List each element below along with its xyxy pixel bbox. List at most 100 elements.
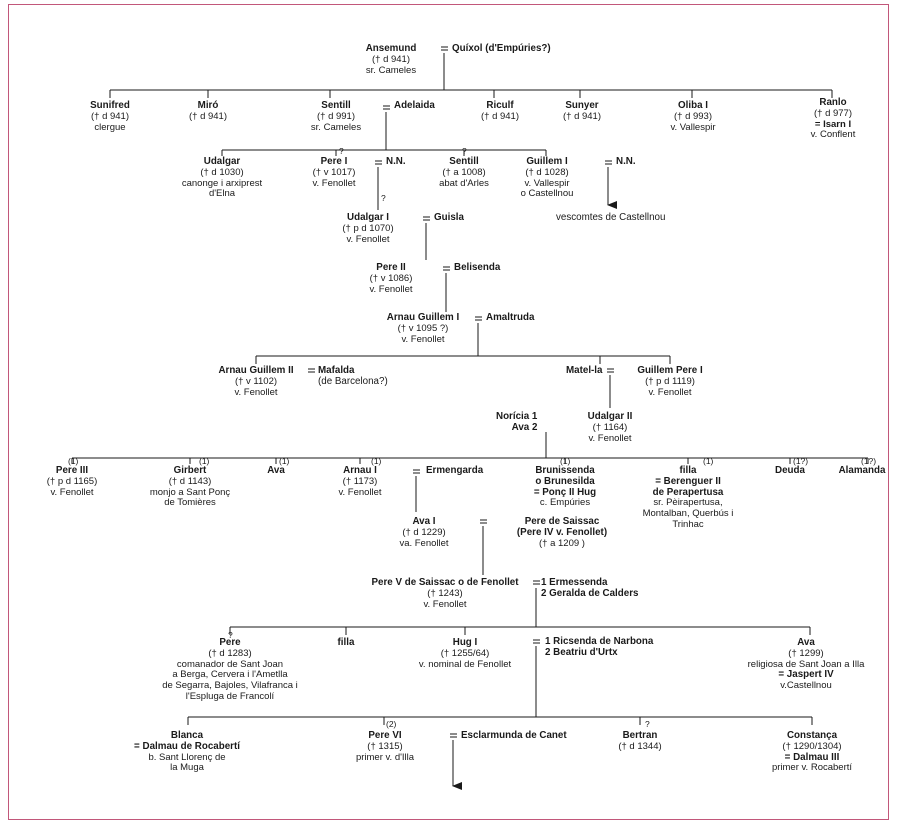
person-detail: v. Fenollet [234,386,278,398]
person-name: Ava [797,637,815,648]
person-detail: primer v. Rocabertí [771,762,853,774]
person-detail: v.Castellnou [780,680,832,692]
spouse-esclarmunda: Esclarmunda de Canet [461,730,567,742]
person-detail: († d 1344) [618,740,662,752]
person-detail: c. Empúries [539,497,591,509]
mark-uncertain: ? [381,193,386,203]
person-detail: v. Fenollet [648,386,692,398]
person-name: Guillem I [526,156,568,167]
person-detail: († 1164) [592,421,628,433]
person-pere-iii: Pere III († p d 1165) v. Fenollet [36,465,108,498]
spouse-detail: 2 Beatriu d'Urtx [545,646,618,658]
person-pere-ii: Pere II († v 1086) v. Fenollet [358,262,424,295]
person-detail: († p d 1119) [645,375,695,387]
person-detail: de Tomières [164,497,216,509]
person-detail: († d 1283) [208,647,252,659]
spouse-detail: (de Barcelona?) [318,375,388,387]
mark-order: (1) [68,456,79,466]
person-name: Riculf [486,100,514,111]
person-detail: de Segarra, Bajoles, Vilafranca i [162,680,298,692]
person-detail: a Berga, Cervera i l'Ametlla [172,669,288,681]
mark-order: (1) [279,456,290,466]
person-detail: († d 991) [316,110,356,122]
person-ranlo: Ranlo († d 977) = Isarn I v. Conflent [798,97,868,141]
person-detail: († 1299) [788,647,824,659]
mark-order: (1) [371,456,382,466]
person-pere-vi: Pere VI († 1315) primer v. d'Illa [350,730,420,763]
spouse-detail: 2 Geralda de Calders [541,587,639,599]
person-detail: Montalban, Querbús i [642,508,734,520]
spouse-ricsenda: 1 Ricsenda de Narbona 2 Beatriu d'Urtx [545,636,653,659]
person-guillem-i: Guillem I († d 1028) v. Vallespir o Cast… [514,156,580,200]
person-name: Blanca [170,730,204,741]
person-detail: v. Fenollet [312,177,356,189]
person-detail: († v 1102) [234,375,278,387]
spouse-name: Belisenda [454,262,501,273]
person-name: Udalgar II [587,411,633,422]
person-name: Ava I [412,516,436,527]
person-name: Ranlo [819,97,847,108]
person-detail: († d 1229) [402,526,446,538]
person-name: Pere VI [368,730,402,741]
spouse-amaltruda: Amaltruda [486,312,534,324]
person-name: Pere V de Saissac o de Fenollet [371,577,519,588]
person-pere-i: Pere I († v 1017) v. Fenollet [303,156,365,189]
person-detail: = Dalmau de Rocabertí [134,740,240,752]
person-name: Bertran [622,730,658,741]
spouse-nn-2: N.N. [616,156,636,168]
person-detail: († d 941) [188,110,228,122]
person-detail: v. Fenollet [338,486,382,498]
person-detail: († 1173) [342,475,378,487]
mark-order: (1) [199,456,210,466]
person-constanca: Constança († 1290/1304) = Dalmau III pri… [754,730,870,774]
person-detail: († d 1143) [168,475,212,487]
person-detail: († a 1008) [442,166,486,178]
person-arnau-guillem-i: Arnau Guillem I († v 1095 ?) v. Fenollet [378,312,468,345]
person-girbert: Girbert († d 1143) monjo a Sant Ponç de … [140,465,240,509]
person-name: Sunifred [90,100,130,111]
spouse-name: Esclarmunda de Canet [461,730,567,741]
spouse-detail: Ava 2 [511,421,538,433]
person-name: Arnau Guillem II [218,365,294,376]
person-pere-de-saissac: Pere de Saissac (Pere IV v. Fenollet) (†… [506,516,618,549]
spouse-nn: N.N. [386,156,406,168]
chart-frame [8,4,889,820]
person-detail: v. Fenollet [50,486,94,498]
person-detail: v. Fenollet [423,598,467,610]
spouse-quixol: Quíxol (d'Empúries?) [452,43,551,55]
spouse-ermessenda: 1 Ermessenda 2 Geralda de Calders [541,577,639,600]
person-filla-2: filla [326,637,366,649]
person-detail: († 1290/1304) [782,740,842,752]
mark-uncertain: ? [645,719,650,729]
person-sentill: Sentill († d 991) sr. Cameles [298,100,374,133]
person-detail: (Pere IV v. Fenollet) [516,526,608,538]
person-detail: de Perapertusa [652,486,724,498]
mark-order: (1?) [793,456,809,466]
person-detail: († v 1086) [369,272,413,284]
person-name: Arnau Guillem I [386,312,460,323]
person-sentill-abat: Sentill († a 1008) abat d'Arles [428,156,500,189]
person-name: Sunyer [565,100,599,111]
person-detail: († p d 1165) [46,475,98,487]
person-udalgar: Udalgar († d 1030) canonge i arxiprest d… [167,156,277,200]
spouse-matel-la: Matel-la [566,365,602,377]
person-name: filla [337,637,355,648]
mark-uncertain: ? [339,146,344,156]
spouse-name: N.N. [386,156,406,167]
person-name: Udalgar [203,156,241,167]
person-detail: sr. Cameles [365,64,417,76]
spouse-guisla: Guisla [434,212,464,224]
person-miro: Miró († d 941) [178,100,238,123]
person-detail: = Ponç II Hug [533,486,597,498]
person-detail: († d 993) [673,110,713,122]
mark-uncertain: ? [228,630,233,640]
person-detail: = Jaspert IV [778,669,834,681]
person-detail: b. Sant Llorenç de [148,751,226,763]
person-ava-i: Ava I († d 1229) va. Fenollet [384,516,464,549]
person-detail: l'Espluga de Francolí [185,690,275,702]
person-filla: filla = Berenguer II de Perapertusa sr. … [630,465,746,531]
mark-order: (1) [703,456,714,466]
mark-uncertain: ? [462,146,467,156]
spouse-name: Adelaida [394,100,435,111]
